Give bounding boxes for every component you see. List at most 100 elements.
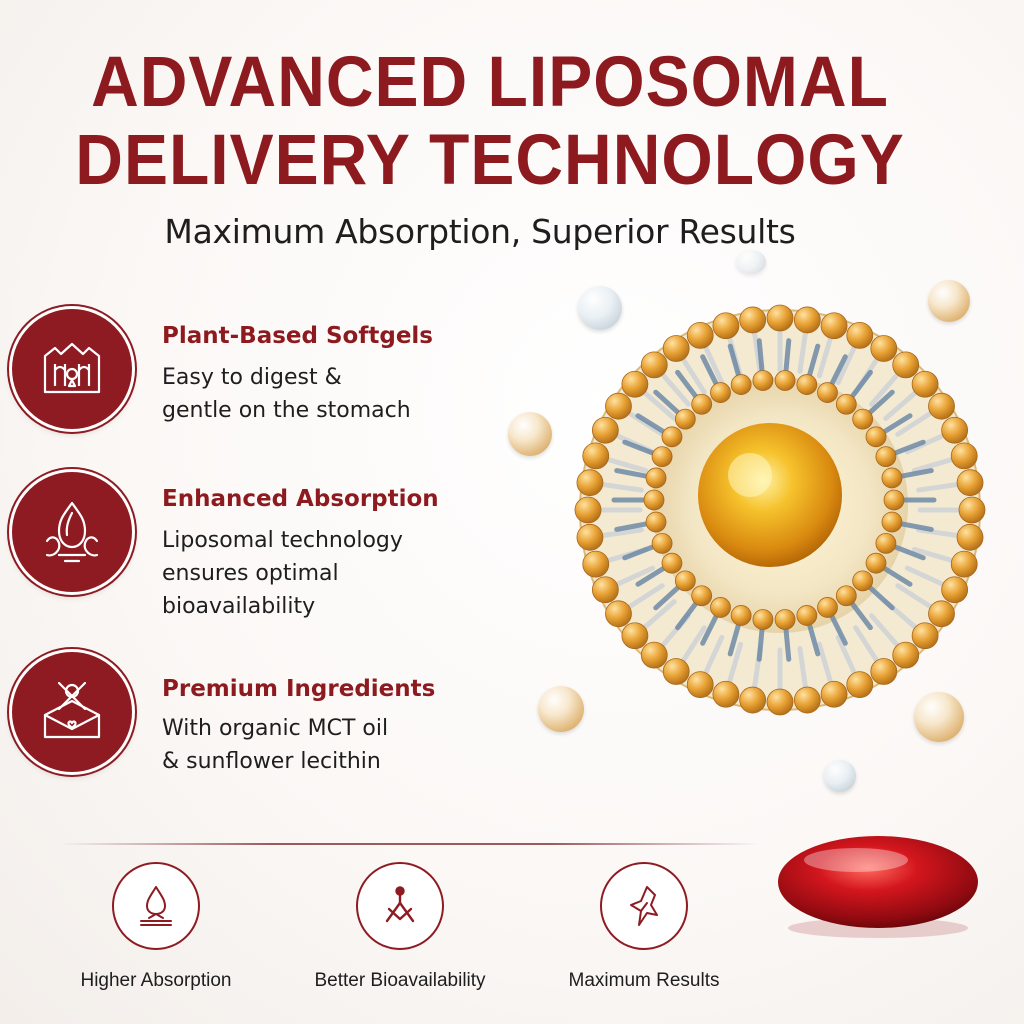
lipid-head [605,600,632,628]
lipid-head [691,393,713,415]
feature-description-line: Liposomal technology [162,528,403,553]
liposome-core [698,423,842,567]
lipid-head [835,393,857,415]
lipid-head [774,370,796,391]
lipid-head [712,680,740,708]
lipid-head [928,600,955,628]
outer-lipid-heads [574,304,986,716]
lipid-head [574,496,602,524]
lipid-head [591,576,619,604]
lipid-head [645,511,667,533]
absorption-icon [12,472,132,592]
lipid-head [865,426,887,448]
lipid-head [817,382,838,403]
drop-icon [112,862,200,950]
feature-description: Easy to digest & gentle on the stomach [162,361,492,427]
lipid-head [956,469,984,497]
lipid-head [958,496,986,524]
feature-description: With organic MCT oil & sunflower lecithi… [162,712,492,778]
lipid-head [817,597,838,618]
benefit-label: Better Bioavailability [314,970,486,991]
droplet [508,412,552,456]
lipid-head [941,416,969,444]
lipid-head [651,532,673,554]
lipid-head [651,446,673,468]
lipid-head [846,671,874,699]
lipid-head [875,532,897,554]
ingredients-icon [12,652,132,772]
lipid-head [820,312,848,340]
lipid-head [640,351,668,379]
feature-enhanced-absorption: Enhanced Absorption Liposomal technology… [12,472,532,619]
lipid-head [661,552,683,574]
droplet [578,286,622,330]
lipid-head [941,576,969,604]
lipid-head [674,570,696,592]
leaf-arrow-icon [600,862,688,950]
lipid-head [766,304,794,332]
lipid-head [950,442,978,470]
lipid-head [582,550,610,578]
feature-description-line: bioavailability [162,594,316,619]
subtitle: Maximum Absorption, Superior Results [164,212,796,251]
lipid-head [911,622,939,650]
feature-description-line: Easy to digest & [162,365,342,390]
lipid-head [621,622,649,650]
liposome-illustration [574,304,986,716]
lipid-head [796,374,818,395]
lipid-head [686,671,714,699]
lipid-head [870,658,898,685]
headline-line-2: DELIVERY TECHNOLOGY [75,119,905,199]
lipid-head [739,686,767,714]
lipid-head [645,467,667,489]
lipid-head [820,680,848,708]
benefit-better-bioavailability: Better Bioavailability [280,862,520,992]
lipid-head [852,570,874,592]
lipid-head [605,392,632,420]
lipid-head [875,446,897,468]
feature-description-line: gentle on the stomach [162,398,411,423]
feature-description-line: ensures optimal [162,561,339,586]
benefit-label: Maximum Results [568,970,720,991]
feature-premium-ingredients: Premium Ingredients With organic MCT oil… [12,652,532,782]
lipid-head [846,321,874,349]
inner-lipid-heads [643,370,905,630]
feature-description-line: With organic MCT oil [162,716,389,741]
lipid-head [752,609,774,630]
droplet [538,686,584,732]
lipid-head [643,489,665,511]
droplet [914,692,964,742]
lipid-head [928,392,955,420]
feature-title: Premium Ingredients [162,676,436,702]
softgel-capsule-image [778,836,978,938]
lipid-head [892,351,920,379]
lipid-head [710,597,731,618]
lipid-head [956,523,984,551]
lipid-head [640,641,668,669]
headline-line-1: ADVANCED LIPOSOMAL [91,41,889,121]
lipid-head [710,382,731,403]
lipid-head [865,552,887,574]
lipid-head [870,335,898,362]
lipid-head [662,335,690,362]
lipid-head [691,585,713,607]
lipid-head [662,658,690,685]
lipid-head [852,408,874,430]
lipid-head [712,312,740,340]
droplet [928,280,970,322]
lipid-head [950,550,978,578]
feature-title: Enhanced Absorption [162,486,439,512]
lipid-head [766,688,794,716]
lipid-head [730,605,752,626]
lipid-head [835,585,857,607]
benefit-maximum-results: Maximum Results [524,862,764,992]
lipid-head [576,523,604,551]
droplet [824,760,856,792]
lipid-head [881,467,903,489]
lipid-head [582,442,610,470]
lipid-head [774,609,796,630]
lipid-head [739,306,767,334]
feature-plant-based-softgels: Plant-Based Softgels Easy to digest & ge… [12,309,532,439]
lipid-head [621,370,649,398]
feature-title: Plant-Based Softgels [162,323,433,349]
